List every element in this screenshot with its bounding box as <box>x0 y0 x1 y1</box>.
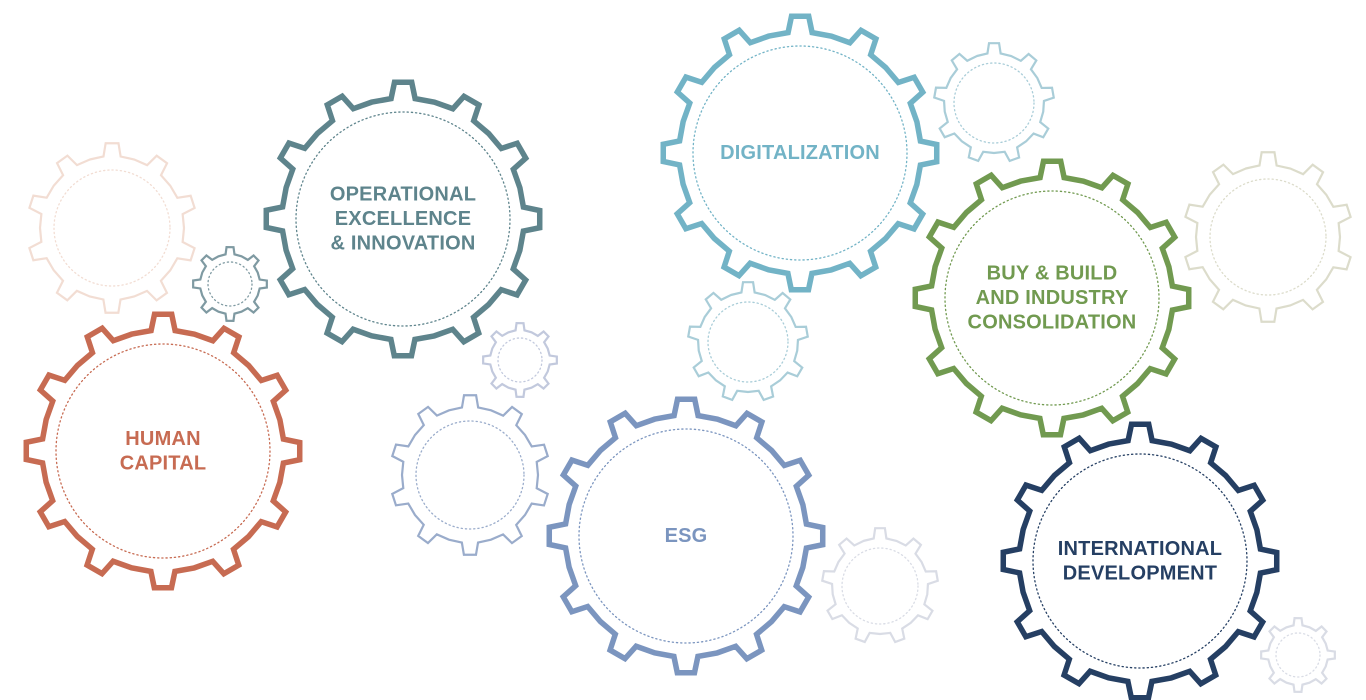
decorative-gear-1-outline <box>28 142 196 314</box>
gear-human-capital-outline <box>23 311 303 591</box>
decorative-gear-7 <box>820 527 940 644</box>
decorative-gear-3 <box>933 42 1056 163</box>
decorative-gear-1 <box>28 142 196 314</box>
decorative-gear-2 <box>192 246 268 322</box>
gear-esg-dotted-ring <box>578 428 794 644</box>
decorative-gear-4-dotted-ring <box>707 301 789 383</box>
decorative-gear-2-dotted-ring <box>207 261 253 307</box>
decorative-gear-6 <box>390 394 550 556</box>
decorative-gears <box>28 42 1352 693</box>
decorative-gear-9-dotted-ring <box>1275 632 1321 678</box>
gear-label-operational-excellence-line-2: EXCELLENCE <box>335 208 471 230</box>
gear-esg: ESG <box>546 396 826 676</box>
gear-label-esg-line-1: ESG <box>665 525 708 547</box>
decorative-gear-4 <box>687 281 810 402</box>
gear-label-operational-excellence-line-1: OPERATIONAL <box>330 184 476 206</box>
decorative-gear-3-dotted-ring <box>953 62 1035 144</box>
gear-buy-and-build-outline <box>912 158 1192 438</box>
decorative-gear-8-outline <box>1184 151 1352 323</box>
gear-label-human-capital-line-1: HUMAN <box>125 428 200 450</box>
decorative-gear-1-dotted-ring <box>53 169 171 287</box>
gear-buy-and-build-dotted-ring <box>944 190 1160 406</box>
gear-esg-outline <box>546 396 826 676</box>
decorative-gear-7-dotted-ring <box>841 547 919 625</box>
gear-label-international-development-line-1: INTERNATIONAL <box>1058 538 1222 560</box>
decorative-gear-9-outline <box>1260 617 1336 693</box>
gear-label-digitalization-line-1: DIGITALIZATION <box>720 142 880 164</box>
gear-label-operational-excellence-line-3: & INNOVATION <box>331 233 476 255</box>
decorative-gear-8-dotted-ring <box>1209 178 1327 296</box>
gear-international-development-outline <box>1000 421 1280 700</box>
gear-digitalization-outline <box>660 13 940 293</box>
gear-operational-excellence-outline <box>263 79 543 359</box>
gear-digitalization-dotted-ring <box>692 45 908 261</box>
gear-operational-excellence-dotted-ring <box>295 111 511 327</box>
decorative-gear-6-dotted-ring <box>415 420 525 530</box>
decorative-gear-5 <box>482 322 558 398</box>
gear-digitalization: DIGITALIZATION <box>660 13 940 293</box>
gear-label-human-capital-line-2: CAPITAL <box>120 452 207 474</box>
decorative-gear-2-outline <box>192 246 268 322</box>
gear-label-international-development-line-2: DEVELOPMENT <box>1063 562 1217 584</box>
decorative-gear-5-outline <box>482 322 558 398</box>
decorative-gear-4-outline <box>687 281 810 402</box>
decorative-gear-6-outline <box>390 394 550 556</box>
gear-label-buy-and-build-line-1: BUY & BUILD <box>987 263 1118 285</box>
decorative-gear-9 <box>1260 617 1336 693</box>
decorative-gear-7-outline <box>820 527 940 644</box>
decorative-gear-8 <box>1184 151 1352 323</box>
gear-international-development-dotted-ring <box>1032 453 1248 669</box>
gear-label-buy-and-build-line-2: AND INDUSTRY <box>976 287 1129 309</box>
gear-label-buy-and-build-line-3: CONSOLIDATION <box>968 312 1137 334</box>
decorative-gear-3-outline <box>933 42 1056 163</box>
decorative-gear-5-dotted-ring <box>497 337 543 383</box>
gear-human-capital-dotted-ring <box>55 343 271 559</box>
